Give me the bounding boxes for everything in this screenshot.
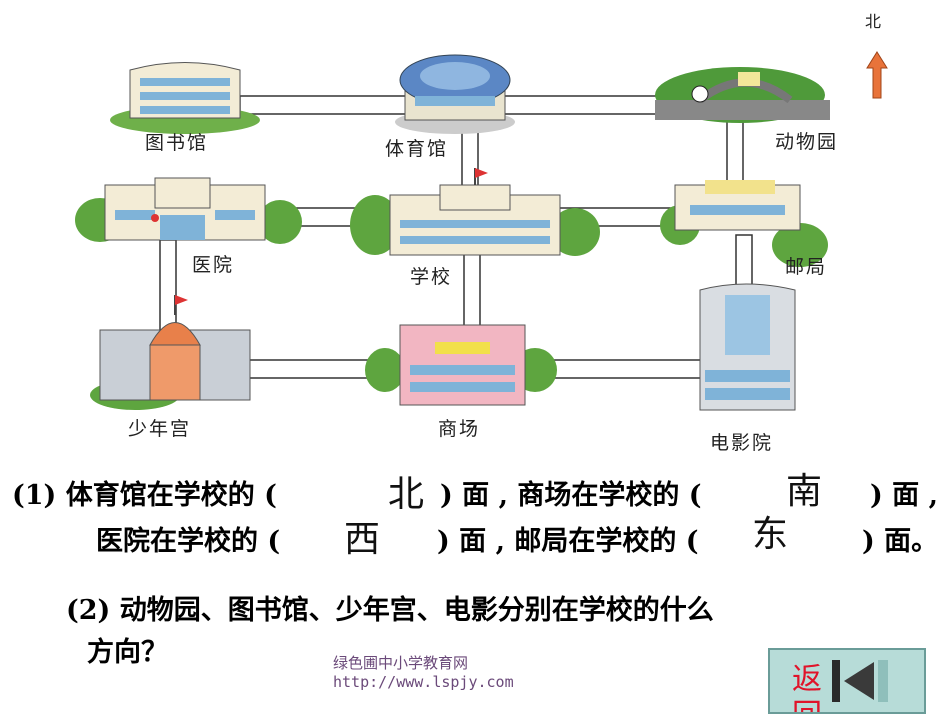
north-label: 北 — [865, 8, 881, 32]
back-button-label: 返回 — [792, 662, 828, 714]
road-hospital-youth — [160, 240, 176, 330]
label-mall: 商场 — [438, 414, 480, 441]
mall-building — [365, 325, 557, 405]
cinema-building — [700, 284, 795, 410]
q2-line2: 方向？ — [87, 630, 168, 669]
footer-source-text: 绿色圃中小学教育网http://www.lspjy.com — [333, 654, 623, 692]
q1-line1-a: (1) 体育馆在学校的 ( — [12, 473, 277, 512]
label-hospital: 医院 — [192, 250, 234, 277]
label-gym: 体育馆 — [385, 134, 448, 161]
hospital-building — [75, 178, 302, 244]
road-gym-zoo — [500, 96, 670, 114]
q1-line2-a: 医院在学校的 ( — [96, 519, 280, 558]
label-post-office: 邮局 — [785, 252, 827, 279]
back-button[interactable]: 返回 — [768, 648, 926, 714]
label-school: 学校 — [410, 262, 452, 289]
north-arrow-icon — [867, 52, 887, 98]
answer-mall: 南 — [786, 462, 822, 514]
answer-gym: 北 — [388, 465, 424, 517]
label-cinema: 电影院 — [710, 428, 773, 455]
back-arrow-icon — [830, 656, 894, 706]
road-school-mall — [464, 250, 480, 330]
map-illustration — [0, 0, 950, 460]
zoo-building — [655, 67, 830, 123]
road-zoo-post — [727, 120, 743, 190]
road-library-gym — [240, 96, 420, 114]
school-building — [350, 168, 600, 256]
label-library: 图书馆 — [145, 128, 208, 155]
gym-building — [395, 55, 515, 134]
q1-line2-c: ) 面。 — [862, 519, 938, 558]
answer-post-office: 东 — [752, 505, 788, 557]
q2-line1: (2) 动物园、图书馆、少年宫、电影分别在学校的什么 — [66, 588, 714, 627]
q1-line1-c: ) 面 , — [870, 473, 938, 512]
label-zoo: 动物园 — [775, 127, 838, 154]
library-building — [110, 63, 260, 135]
q1-line1-b: ) 面 , 商场在学校的 ( — [440, 473, 702, 512]
label-youth-palace: 少年宫 — [128, 414, 191, 441]
answer-hospital: 西 — [344, 510, 380, 562]
q1-line2-b: ) 面 , 邮局在学校的 ( — [437, 519, 699, 558]
